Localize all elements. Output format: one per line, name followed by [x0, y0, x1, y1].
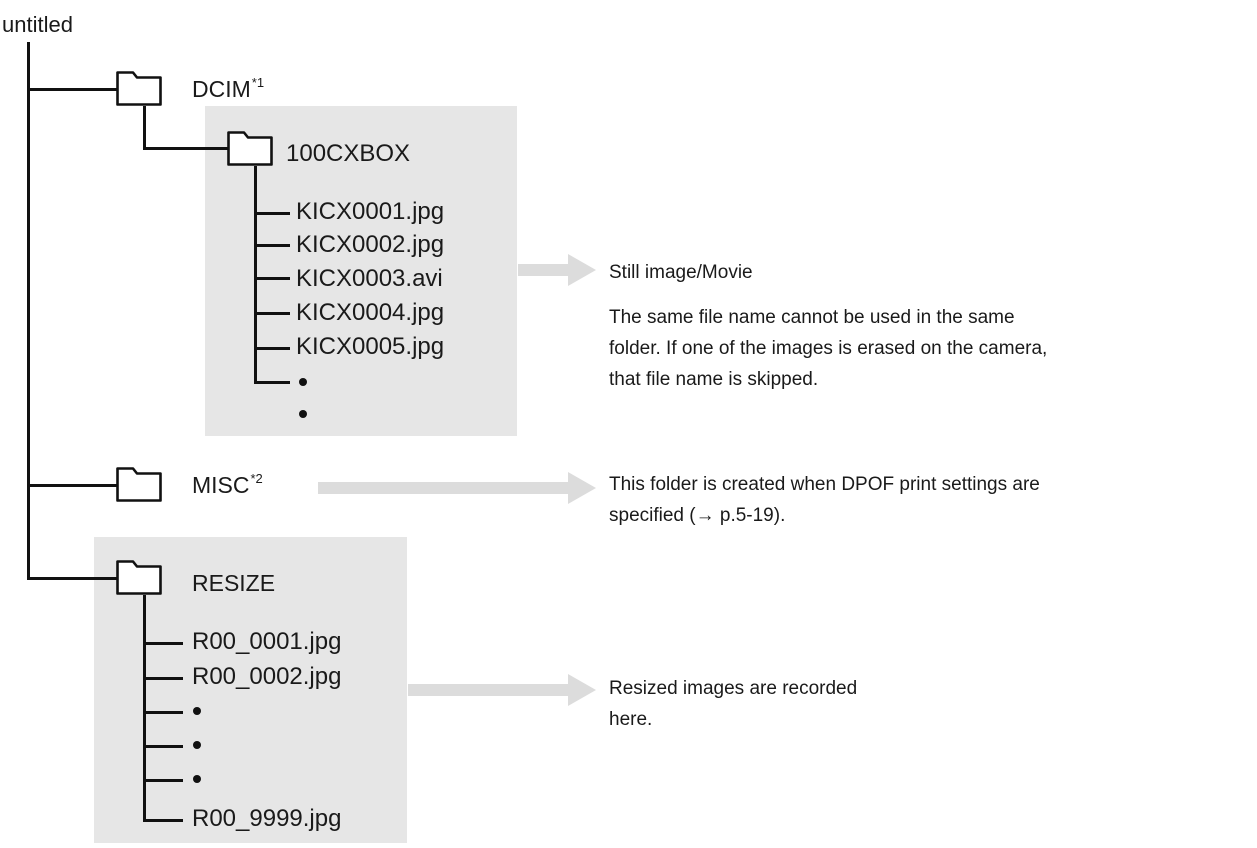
- folder-label-misc: MISC*2: [192, 471, 263, 502]
- subfolder-trunk: [254, 166, 257, 384]
- arrow-right-icon: [318, 472, 596, 504]
- resize-trunk: [143, 595, 146, 821]
- file-branch: [254, 381, 290, 384]
- branch-dcim: [27, 88, 117, 91]
- file-name: R00_0001.jpg: [192, 628, 342, 655]
- dcim-subbranch: [143, 106, 146, 150]
- file-branch: [254, 212, 290, 215]
- note-resize-line: Resized images are recorded: [609, 678, 858, 699]
- arrow-right-icon: [408, 674, 596, 706]
- note-resize-line: here.: [609, 709, 653, 730]
- file-branch: [254, 312, 290, 315]
- file-name: KICX0002.jpg: [296, 231, 445, 258]
- folder-icon: [116, 71, 162, 106]
- footnote-2: *2: [250, 471, 263, 486]
- branch-resize: [27, 577, 117, 580]
- file-name: KICX0003.avi: [296, 265, 443, 292]
- tree-trunk: [27, 42, 30, 580]
- file-name: R00_0002.jpg: [192, 663, 342, 690]
- folder-icon: [116, 467, 162, 502]
- folder-label-dcim: DCIM*1: [192, 75, 265, 106]
- ellipsis-dot: [193, 741, 201, 749]
- misc-name: MISC: [192, 472, 250, 498]
- folder-icon: [227, 131, 273, 166]
- ellipsis-dot: [299, 410, 307, 418]
- note-misc-line: This folder is created when DPOF print s…: [609, 474, 1040, 495]
- file-branch: [254, 347, 290, 350]
- note-still-title: Still image/Movie: [609, 262, 753, 283]
- file-name: KICX0004.jpg: [296, 299, 445, 326]
- file-name: KICX0001.jpg: [296, 198, 445, 225]
- file-branch: [143, 745, 183, 748]
- file-branch: [143, 779, 183, 782]
- root-label: untitled: [2, 12, 73, 37]
- file-branch: [254, 244, 290, 247]
- note-misc-line: specified (→ p.5-19).: [609, 505, 786, 526]
- arrow-right-icon: [518, 254, 596, 286]
- dcim-subbranch-h: [143, 147, 229, 150]
- ellipsis-dot: [299, 378, 307, 386]
- note-still-line: The same file name cannot be used in the…: [609, 307, 1015, 328]
- file-branch: [143, 819, 183, 822]
- footnote-1: *1: [251, 75, 265, 90]
- ellipsis-dot: [193, 775, 201, 783]
- file-branch: [143, 711, 183, 714]
- branch-misc: [27, 484, 117, 487]
- file-name: KICX0005.jpg: [296, 333, 445, 360]
- folder-icon: [116, 560, 162, 595]
- ellipsis-dot: [193, 707, 201, 715]
- file-name: R00_9999.jpg: [192, 805, 342, 832]
- file-branch: [143, 677, 183, 680]
- note-still-line: folder. If one of the images is erased o…: [609, 338, 1048, 359]
- note-still-line: that file name is skipped.: [609, 369, 819, 390]
- folder-label-resize: RESIZE: [192, 570, 276, 596]
- dcim-name: DCIM: [192, 76, 251, 102]
- folder-label-100cxbox: 100CXBOX: [286, 140, 411, 167]
- file-branch: [143, 642, 183, 645]
- file-branch: [254, 277, 290, 280]
